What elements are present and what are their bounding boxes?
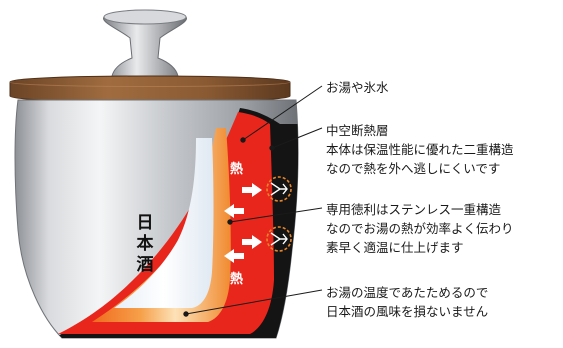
heat-label-upper: 熱 (230, 162, 244, 177)
heat-arrow-left-lower (224, 249, 244, 263)
callout-temperature-line-1: お湯の温度であたためるので (326, 285, 489, 300)
leader-hot-water (242, 85, 323, 141)
sake-label-char-1: 日 (136, 213, 154, 233)
lid-knob (103, 9, 187, 77)
callout-hot-water-text: お湯や氷水 (326, 80, 389, 95)
callout-stainless-body-2: 素早く適温に仕上げます (326, 240, 464, 255)
sake-label-char-3: 酒 (136, 255, 154, 275)
insulation-circle-lower (266, 226, 292, 252)
sake-label: 日 本 酒 (133, 213, 157, 276)
heat-label-lower: 熱 (230, 272, 244, 287)
leader-temperature (185, 289, 323, 315)
callout-vacuum-body-2: なので熱を外へ逃しにくいです (326, 161, 501, 176)
callout-vacuum-body-1: 本体は保温性能に優れた二重構造 (326, 142, 514, 157)
callout-hot-water: お湯や氷水 (326, 78, 389, 97)
callout-vacuum-layer: 中空断熱層 本体は保温性能に優れた二重構造 なので熱を外へ逃しにくいです (326, 121, 514, 178)
heat-arrow-right-upper (242, 183, 262, 197)
callout-stainless-flask: 専用徳利はステンレス一重構造 なのでお湯の熱が効率よく伝わり 素早く適温に仕上げ… (326, 200, 514, 257)
leader-stainless (229, 207, 323, 223)
sake-label-char-2: 本 (136, 234, 154, 254)
callout-temperature: お湯の温度であたためるので 日本酒の風味を損ないません (326, 283, 488, 321)
heat-arrow-right-lower (242, 235, 262, 249)
wooden-lid (9, 75, 291, 103)
callout-stainless-body-1: なのでお湯の熱が効率よく伝わり (326, 221, 514, 236)
sake-liquid (114, 138, 214, 308)
insulation-circle-upper (266, 176, 292, 202)
callout-stainless-title: 専用徳利はステンレス一重構造 (326, 202, 502, 217)
heat-arrow-left-upper (224, 204, 244, 218)
leader-vacuum (271, 127, 323, 149)
callout-temperature-line-2: 日本酒の風味を損ないません (326, 304, 489, 319)
heat-arrows (224, 183, 262, 263)
callout-vacuum-title: 中空断熱層 (326, 123, 389, 138)
insulation-indicators (266, 176, 292, 252)
cutaway-section (40, 108, 299, 338)
leader-lines (183, 85, 323, 317)
